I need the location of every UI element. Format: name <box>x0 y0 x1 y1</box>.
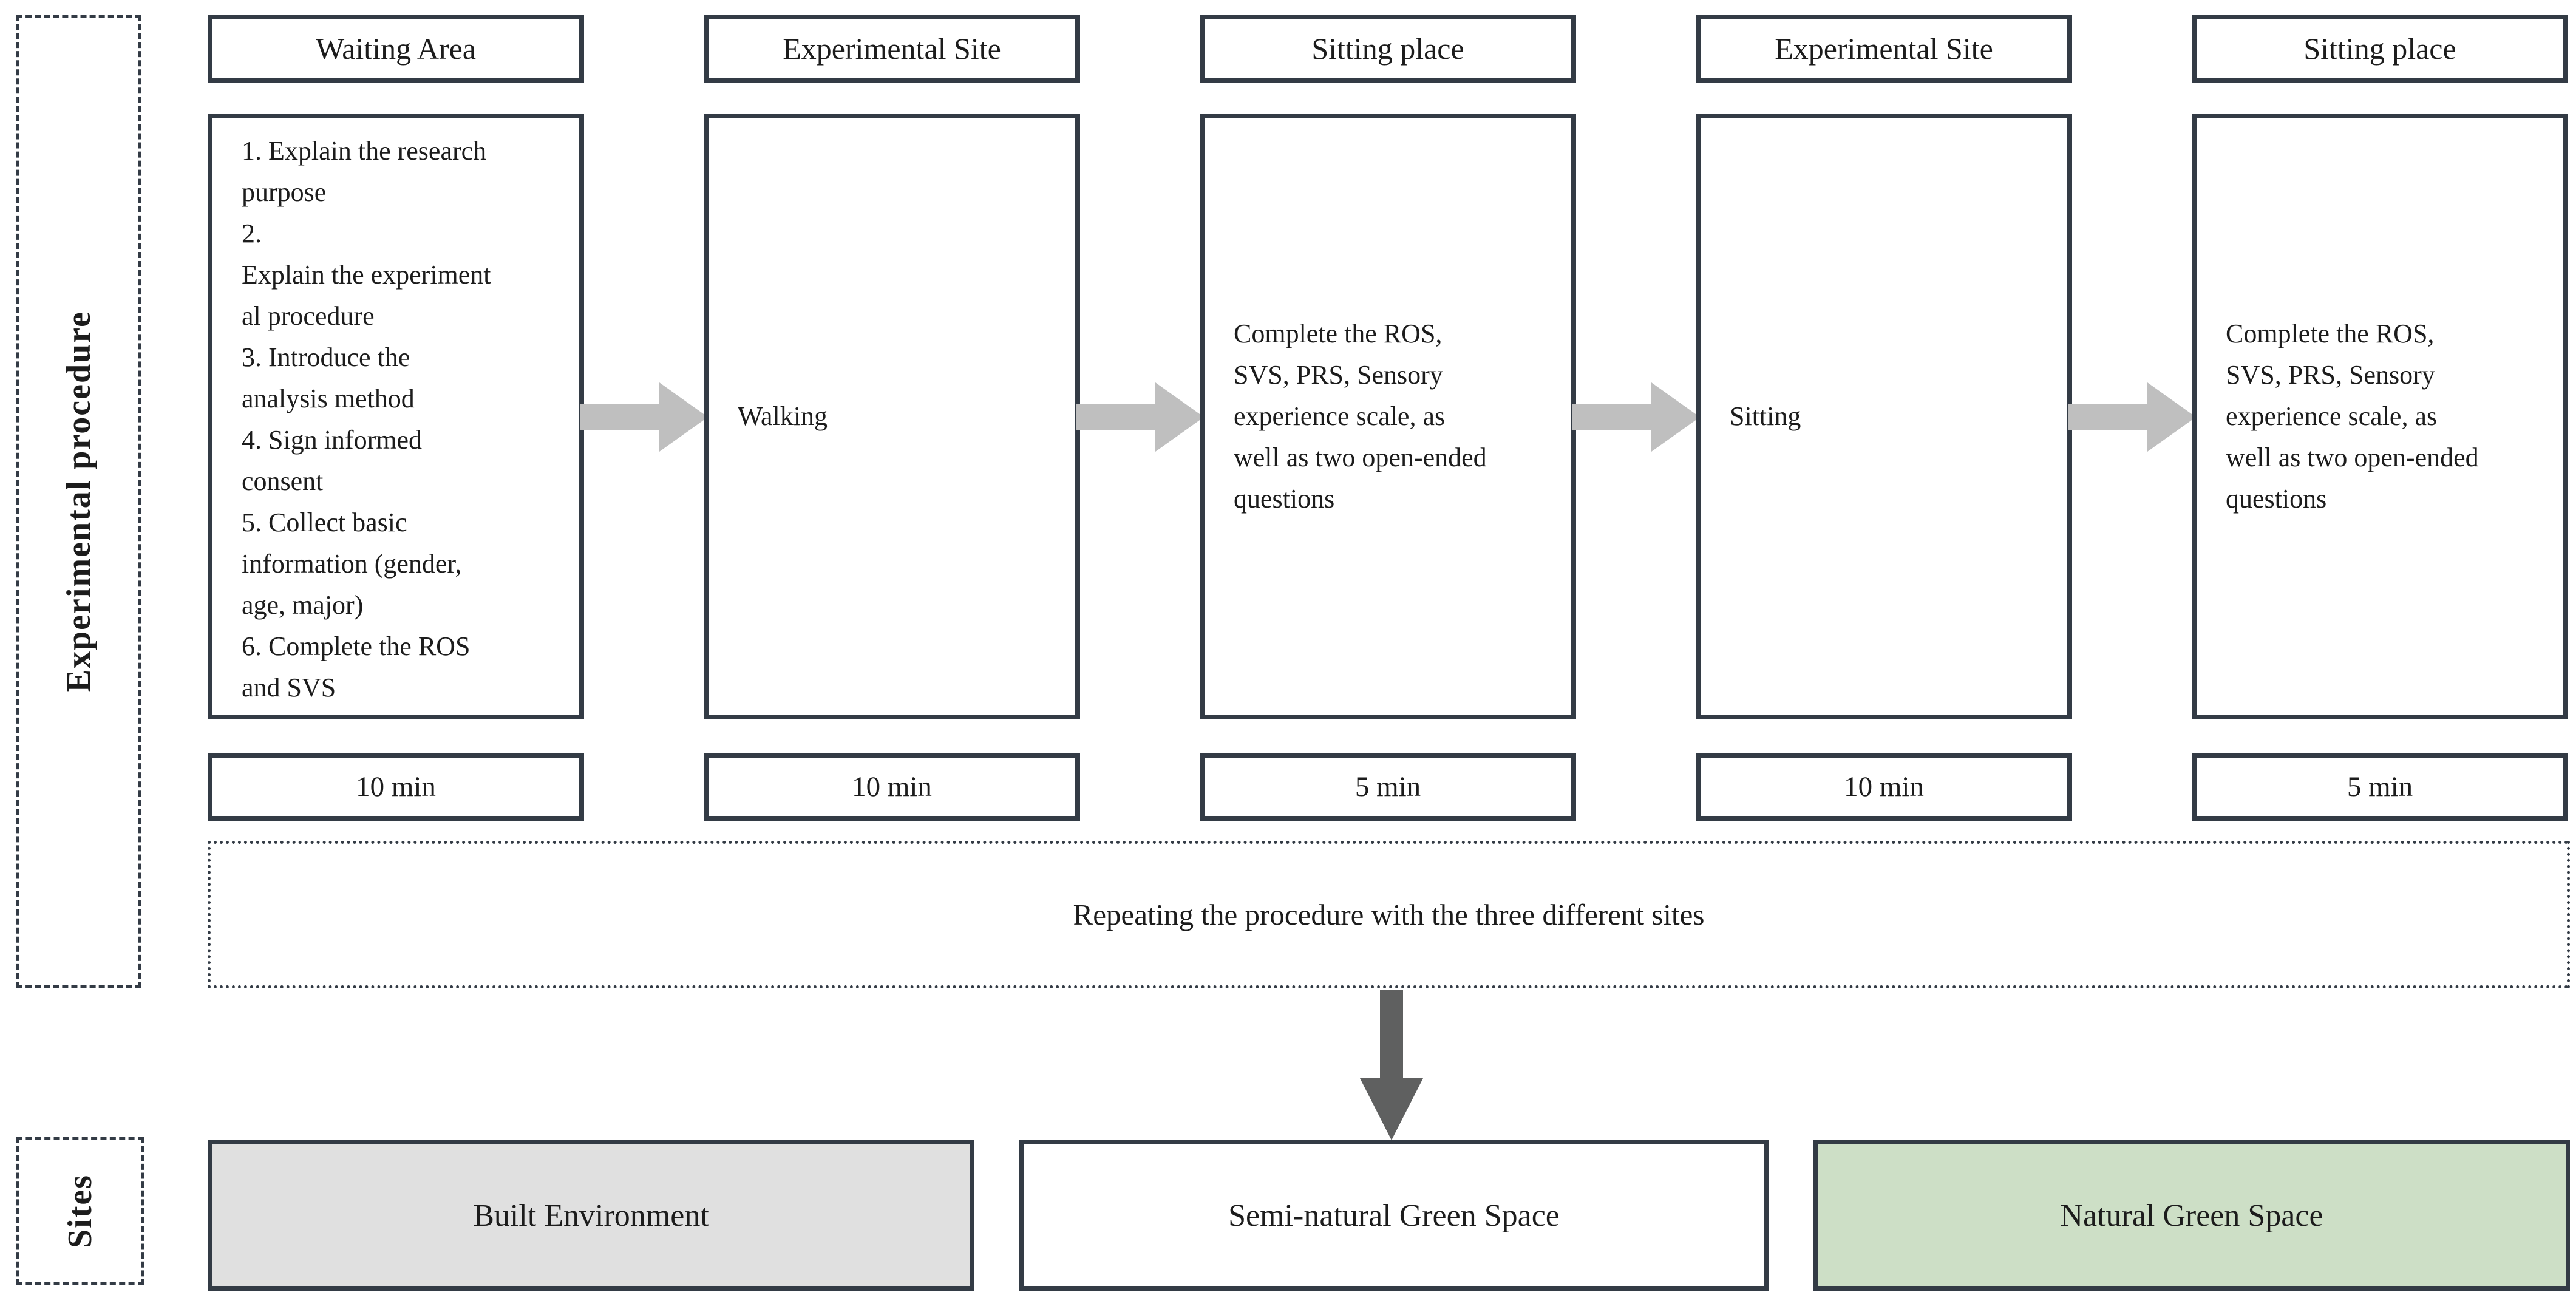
duration-badge: 10 min <box>1696 753 2072 821</box>
column-header: Sitting place <box>2192 15 2568 83</box>
down-arrow-icon <box>1360 990 1423 1140</box>
site-natural-green-space: Natural Green Space <box>1813 1140 2570 1291</box>
repeat-note: Repeating the procedure with the three d… <box>1073 898 1705 931</box>
column-header: Sitting place <box>1200 15 1576 83</box>
column-content: Sitting <box>1696 114 2072 719</box>
duration-badge: 5 min <box>1200 753 1576 821</box>
column-content: Walking <box>704 114 1080 719</box>
column-header: Experimental Site <box>1696 15 2072 83</box>
column-content: Complete the ROS, SVS, PRS, Sensory expe… <box>1200 114 1576 719</box>
sites-rail: Sites <box>16 1137 144 1285</box>
site-label: Natural Green Space <box>2060 1198 2323 1233</box>
right-arrow-icon-3 <box>1572 382 1700 452</box>
right-arrow-icon-1 <box>580 382 708 452</box>
duration-badge: 10 min <box>704 753 1080 821</box>
experimental-procedure-rail: Experimental procedure <box>16 15 141 988</box>
site-label: Built Environment <box>473 1198 709 1233</box>
column-content: 1. Explain the research purpose 2. Expla… <box>208 114 584 719</box>
duration-badge: 5 min <box>2192 753 2568 821</box>
column-header: Experimental Site <box>704 15 1080 83</box>
column-header: Waiting Area <box>208 15 584 83</box>
experimental-procedure-label: Experimental procedure <box>60 310 98 693</box>
site-semi-natural-green-space: Semi-natural Green Space <box>1019 1140 1769 1291</box>
right-arrow-icon-4 <box>2068 382 2196 452</box>
right-arrow-icon-2 <box>1076 382 1204 452</box>
duration-badge: 10 min <box>208 753 584 821</box>
repeat-note-box: Repeating the procedure with the three d… <box>208 841 2570 988</box>
sites-label: Sites <box>61 1174 99 1248</box>
column-content: Complete the ROS, SVS, PRS, Sensory expe… <box>2192 114 2568 719</box>
site-built-environment: Built Environment <box>208 1140 974 1291</box>
site-label: Semi-natural Green Space <box>1228 1198 1560 1233</box>
